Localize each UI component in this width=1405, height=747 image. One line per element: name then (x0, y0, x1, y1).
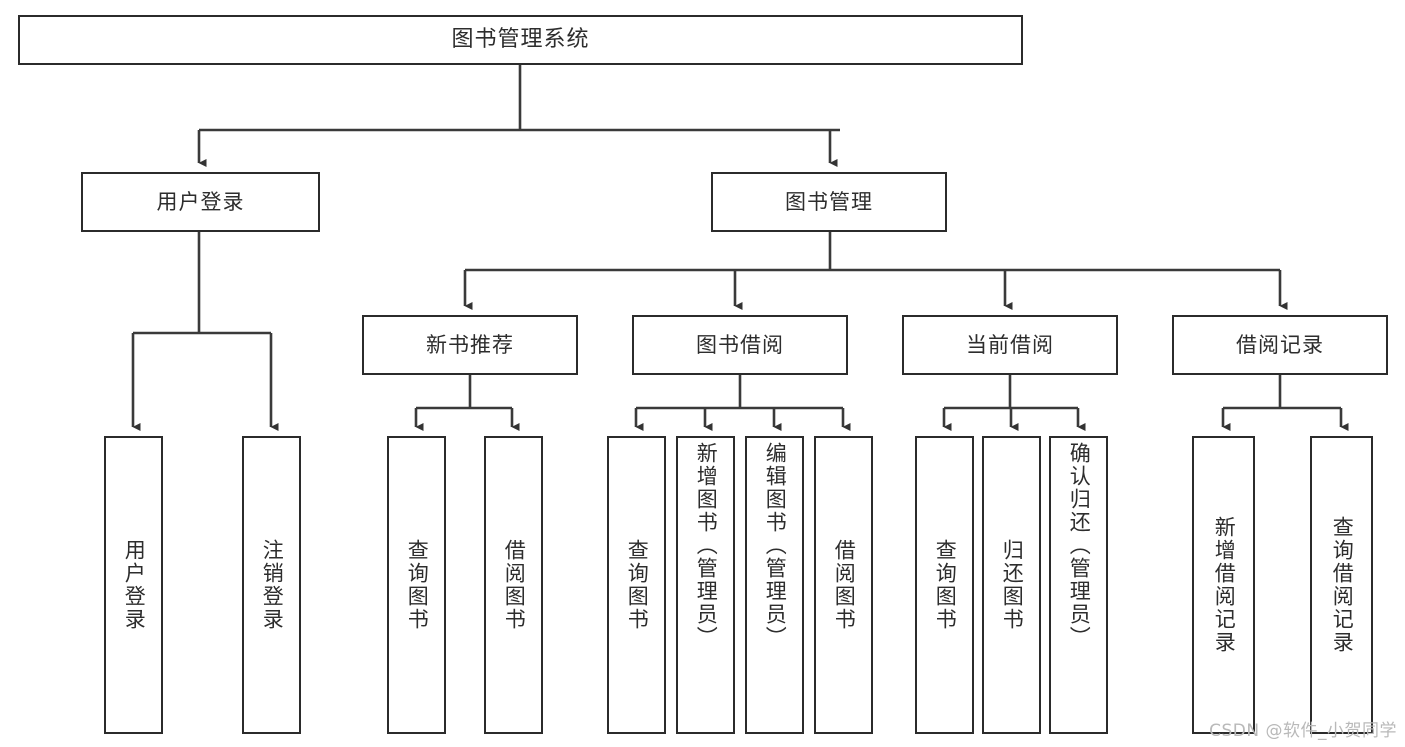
node-book-management[interactable]: 图书管理 (711, 172, 947, 232)
node-book-management-label: 图书管理 (785, 189, 873, 214)
node-book-borrow[interactable]: 图书借阅 (632, 315, 848, 375)
node-book-borrow-label: 图书借阅 (696, 332, 784, 357)
node-leaf-currentborrow-query-book[interactable]: 查询图书 (915, 436, 974, 734)
node-borrow-record[interactable]: 借阅记录 (1172, 315, 1388, 375)
node-leaf-bookborrow-query-book-label: 查询图书 (625, 539, 650, 631)
node-new-book-recommend[interactable]: 新书推荐 (362, 315, 578, 375)
node-leaf-user-login-login-label: 用户登录 (122, 539, 147, 631)
node-current-borrow-label: 当前借阅 (966, 332, 1054, 357)
node-leaf-newbook-query-book[interactable]: 查询图书 (387, 436, 446, 734)
node-leaf-newbook-borrow-book-label: 借阅图书 (502, 539, 527, 631)
node-leaf-bookborrow-edit-book-label: 编辑图书（管理员） (763, 442, 788, 649)
node-new-book-recommend-label: 新书推荐 (426, 332, 514, 357)
node-leaf-currentborrow-return-book[interactable]: 归还图书 (982, 436, 1041, 734)
node-leaf-currentborrow-confirm-return[interactable]: 确认归还（管理员） (1049, 436, 1108, 734)
node-leaf-user-login-logout[interactable]: 注销登录 (242, 436, 301, 734)
node-leaf-bookborrow-add-book[interactable]: 新增图书（管理员） (676, 436, 735, 734)
node-leaf-newbook-query-book-label: 查询图书 (405, 539, 430, 631)
node-leaf-bookborrow-add-book-label: 新增图书（管理员） (694, 442, 719, 649)
node-leaf-bookborrow-edit-book[interactable]: 编辑图书（管理员） (745, 436, 804, 734)
node-leaf-user-login-logout-label: 注销登录 (260, 539, 285, 631)
node-leaf-borrowrecord-add-record-label: 新增借阅记录 (1212, 516, 1237, 654)
node-leaf-newbook-borrow-book[interactable]: 借阅图书 (484, 436, 543, 734)
node-leaf-borrowrecord-query-record-label: 查询借阅记录 (1330, 516, 1355, 654)
node-leaf-currentborrow-return-book-label: 归还图书 (1000, 539, 1025, 631)
csdn-watermark: CSDN @软件_小贺同学 (1209, 721, 1397, 741)
node-leaf-borrowrecord-query-record[interactable]: 查询借阅记录 (1310, 436, 1373, 734)
node-leaf-borrowrecord-add-record[interactable]: 新增借阅记录 (1192, 436, 1255, 734)
node-user-login-label: 用户登录 (156, 189, 245, 214)
node-leaf-bookborrow-borrow-book[interactable]: 借阅图书 (814, 436, 873, 734)
node-leaf-user-login-login[interactable]: 用户登录 (104, 436, 163, 734)
node-user-login[interactable]: 用户登录 (81, 172, 320, 232)
node-borrow-record-label: 借阅记录 (1236, 332, 1324, 357)
node-root-system[interactable]: 图书管理系统 (18, 15, 1023, 65)
node-root-system-label: 图书管理系统 (451, 27, 590, 53)
node-leaf-currentborrow-query-book-label: 查询图书 (933, 539, 958, 631)
node-current-borrow[interactable]: 当前借阅 (902, 315, 1118, 375)
node-leaf-currentborrow-confirm-return-label: 确认归还（管理员） (1067, 442, 1092, 649)
node-leaf-bookborrow-query-book[interactable]: 查询图书 (607, 436, 666, 734)
node-leaf-bookborrow-borrow-book-label: 借阅图书 (832, 539, 857, 631)
